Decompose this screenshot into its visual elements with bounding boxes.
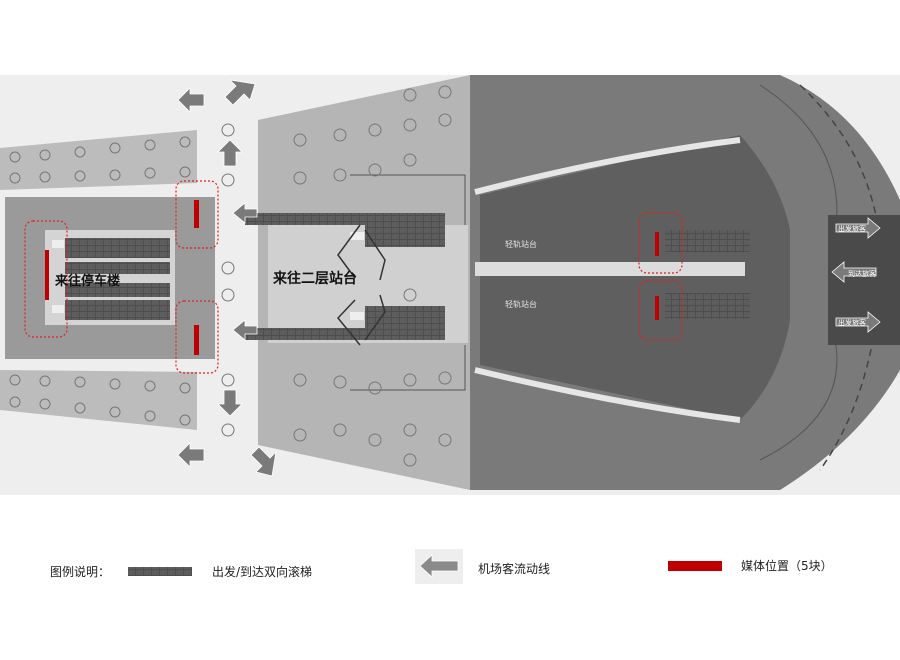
legend-flow-swatch: [415, 549, 463, 584]
arrow-left-icon: [232, 319, 258, 341]
media-bar: [194, 200, 199, 228]
label-level2: 来往二层站台: [272, 270, 357, 287]
arrow-down-icon: [217, 389, 243, 417]
terminal-curve-bottom: [474, 367, 741, 423]
legend-media-label: 媒体位置（5块）: [741, 559, 833, 573]
legend-escalator-swatch: [128, 567, 192, 576]
escalator: [245, 328, 445, 340]
legend-flow-label: 机场客流动线: [478, 562, 551, 576]
label-exit-top: 出发旅客: [838, 224, 866, 233]
escalator-end: [350, 312, 364, 320]
escalator-end: [52, 305, 64, 313]
arrow-left-icon: [419, 554, 459, 578]
flow-arrows: [177, 79, 881, 477]
media-bar: [45, 250, 49, 300]
central-outline-top: [350, 174, 466, 225]
arrow-left-icon: [831, 261, 877, 283]
label-exit-bottom: 出发旅客: [838, 318, 866, 327]
escalator-end: [52, 240, 64, 248]
arrow-up-icon: [217, 139, 243, 167]
label-parking: 来往停车楼: [54, 273, 120, 289]
media-highlight-boxes: [24, 180, 683, 374]
escalator-end: [350, 232, 364, 240]
escalator: [245, 213, 445, 225]
escalators: [52, 213, 750, 340]
central-diagonals: [337, 224, 386, 346]
terminal-outline-dashed: [799, 84, 882, 471]
escalator: [65, 283, 170, 297]
central-outline-bottom: [350, 345, 466, 391]
arrow-right-icon: [835, 311, 881, 333]
legend-title: 图例说明：: [50, 565, 111, 579]
label-rail-lower: 轻轨站台: [505, 299, 537, 309]
arrow-left-icon: [232, 202, 258, 224]
escalator: [65, 238, 170, 258]
legend-escalator-label: 出发/到达双向滚梯: [212, 565, 313, 579]
label-rail-upper: 轻轨站台: [505, 239, 537, 249]
arrow-left-icon: [177, 87, 205, 113]
column-circles: [9, 85, 452, 467]
arrow-downright-icon: [250, 446, 277, 477]
label-exit-mid: 到达旅客: [848, 269, 876, 278]
arrow-upright-icon: [224, 79, 256, 106]
escalator: [665, 293, 750, 319]
escalator: [665, 230, 750, 252]
media-bar: [655, 232, 659, 256]
media-positions: [45, 200, 659, 355]
legend-media-swatch: [668, 561, 722, 571]
escalator: [365, 225, 445, 247]
arrow-left-icon: [177, 442, 205, 468]
media-bar: [655, 296, 659, 320]
escalator: [65, 262, 170, 274]
escalator: [365, 306, 445, 328]
media-bar: [194, 325, 199, 355]
lower-left-lot: [0, 370, 197, 430]
rail-track: [475, 262, 745, 276]
terminal-curve-top: [474, 137, 741, 195]
arrow-right-icon: [835, 217, 881, 239]
terminal-inner: [480, 135, 790, 420]
escalator: [65, 300, 170, 320]
